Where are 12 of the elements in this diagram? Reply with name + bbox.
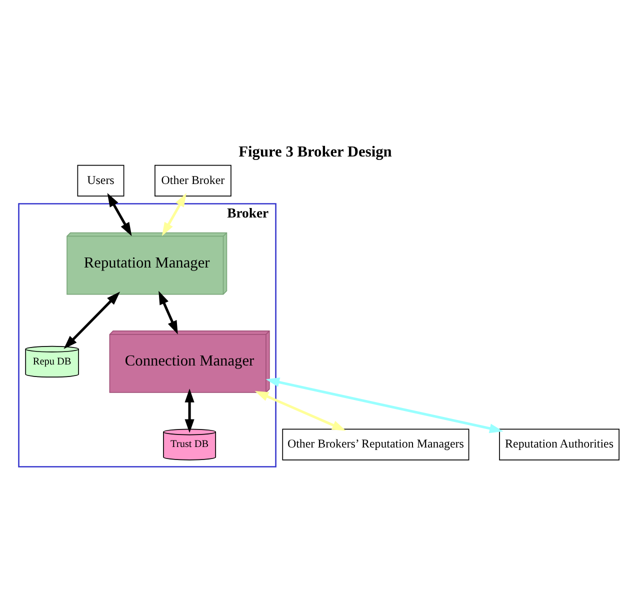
arrow xyxy=(64,291,120,349)
arrow xyxy=(158,290,178,334)
node-box: Other Broker xyxy=(154,164,232,196)
arrow xyxy=(266,377,504,433)
node-box: Reputation Authorities xyxy=(499,428,620,460)
arrow xyxy=(107,192,132,236)
arrow xyxy=(162,192,186,236)
node-box: Users xyxy=(77,164,124,196)
arrow xyxy=(254,390,346,430)
arrow xyxy=(184,388,194,432)
diagram-title: Figure 3 Broker Design xyxy=(238,142,392,160)
node-box: Other Brokers’ Reputation Managers xyxy=(282,428,470,460)
